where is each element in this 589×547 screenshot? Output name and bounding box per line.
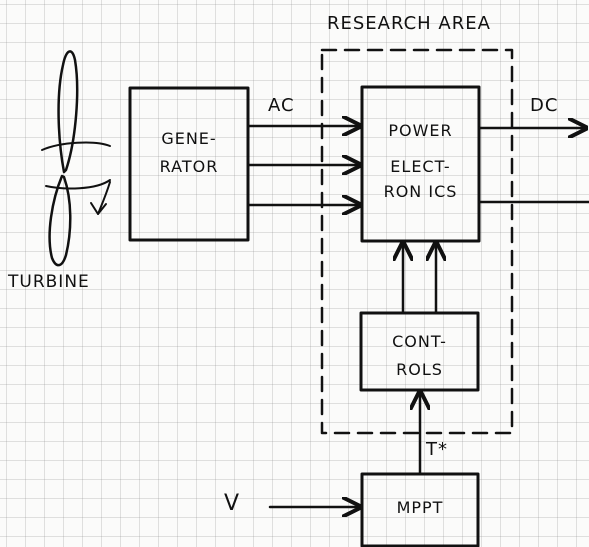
research-area-boundary: [320, 48, 514, 435]
turbine-blades: [48, 50, 79, 267]
research-area-title: RESEARCH AREA: [327, 13, 491, 34]
t-star-label: T*: [426, 439, 448, 460]
controls-label: CONT- ROLS: [361, 331, 478, 380]
dc-label: DC: [530, 95, 559, 116]
power-electronics-line3: RON ICS: [383, 182, 458, 202]
ac-label: AC: [268, 95, 295, 116]
generator-label-line1: GENE-: [161, 129, 217, 148]
generator-label: GENE- RATOR: [130, 128, 248, 177]
power-electronics-line1: POWER: [388, 121, 453, 140]
ac-arrows: [246, 126, 360, 205]
controls-line2: ROLS: [396, 359, 443, 379]
power-electronics-line2: ELECT-: [390, 156, 451, 176]
mppt-line1: MPPT: [396, 498, 444, 517]
controls-line1: CONT-: [392, 332, 447, 351]
dc-output-lines: [477, 128, 589, 204]
power-electronics-box: [360, 85, 481, 243]
power-electronics-label: POWER ELECT- RON ICS: [362, 120, 479, 203]
rotation-arrows: [41, 141, 111, 215]
mppt-label: MPPT: [362, 497, 478, 519]
v-label: V: [224, 491, 241, 516]
control-signal-arrows: [403, 243, 436, 315]
turbine-label: TURBINE: [8, 272, 90, 292]
generator-label-line2: RATOR: [159, 156, 219, 176]
